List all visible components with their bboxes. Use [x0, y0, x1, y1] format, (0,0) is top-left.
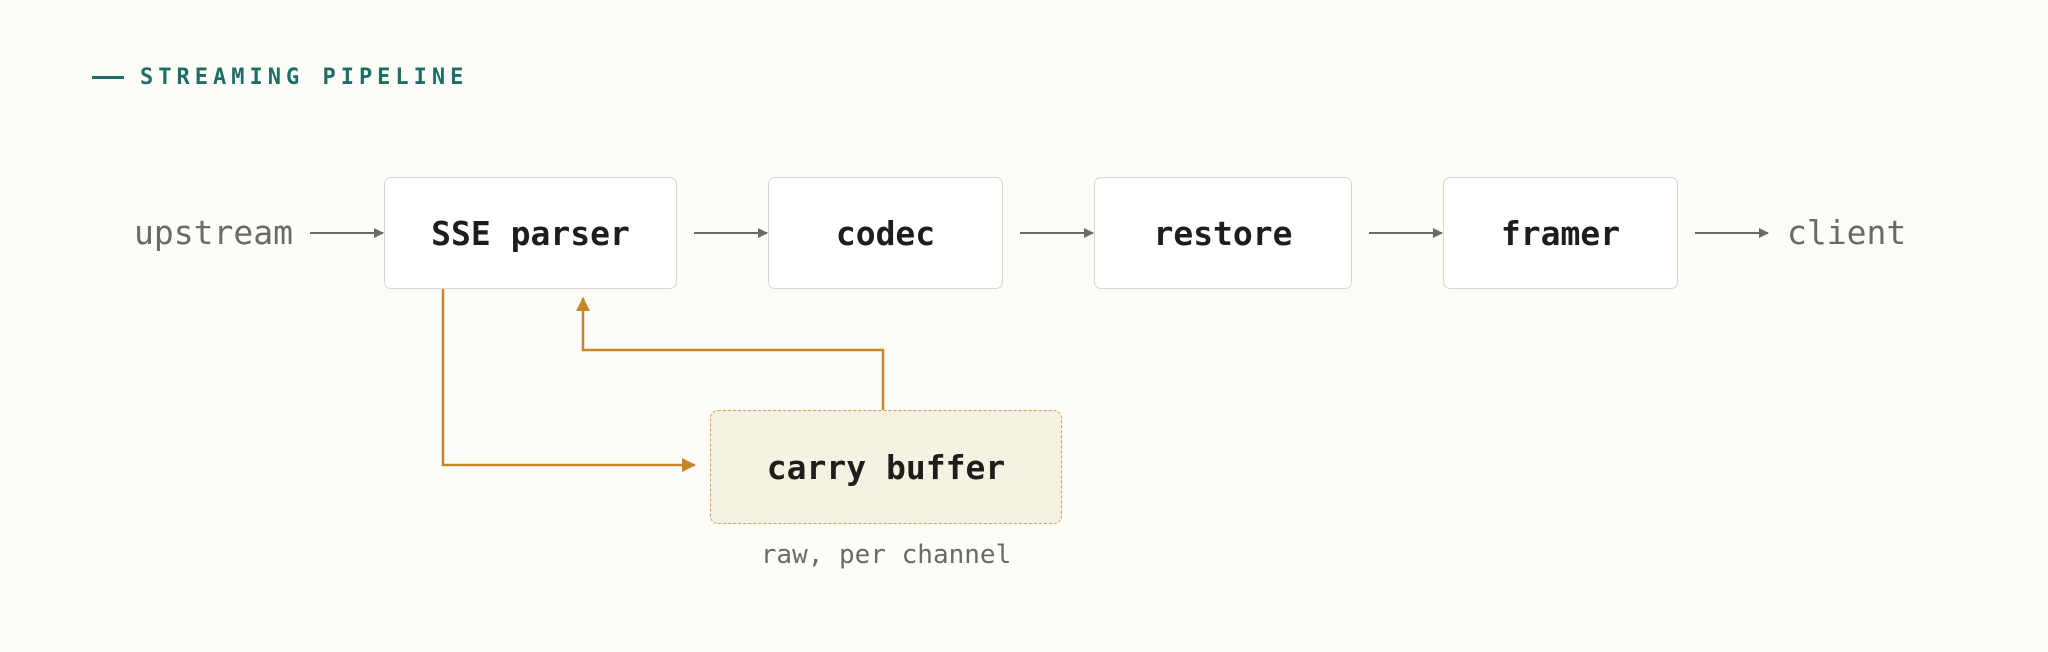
stage-label: codec	[835, 213, 936, 253]
upstream-label: upstream	[134, 213, 293, 252]
section-header: STREAMING PIPELINE	[92, 62, 468, 92]
carry-buffer-caption: raw, per channel	[760, 540, 1012, 570]
arrow-parser-to-buffer	[441, 289, 696, 472]
section-title: STREAMING PIPELINE	[140, 64, 469, 90]
stage-codec: codec	[768, 177, 1003, 289]
stage-label: restore	[1153, 213, 1293, 253]
stage-restore: restore	[1094, 177, 1352, 289]
carry-buffer-label: carry buffer	[766, 447, 1006, 487]
arrow-buffer-to-parser	[576, 297, 885, 410]
stage-framer: framer	[1443, 177, 1678, 289]
stage-sse-parser: SSE parser	[384, 177, 677, 289]
carry-buffer-box: carry buffer	[710, 410, 1062, 524]
stage-label: SSE parser	[431, 213, 630, 253]
header-rule	[92, 75, 124, 79]
client-label: client	[1787, 213, 1907, 252]
stage-label: framer	[1500, 213, 1621, 253]
